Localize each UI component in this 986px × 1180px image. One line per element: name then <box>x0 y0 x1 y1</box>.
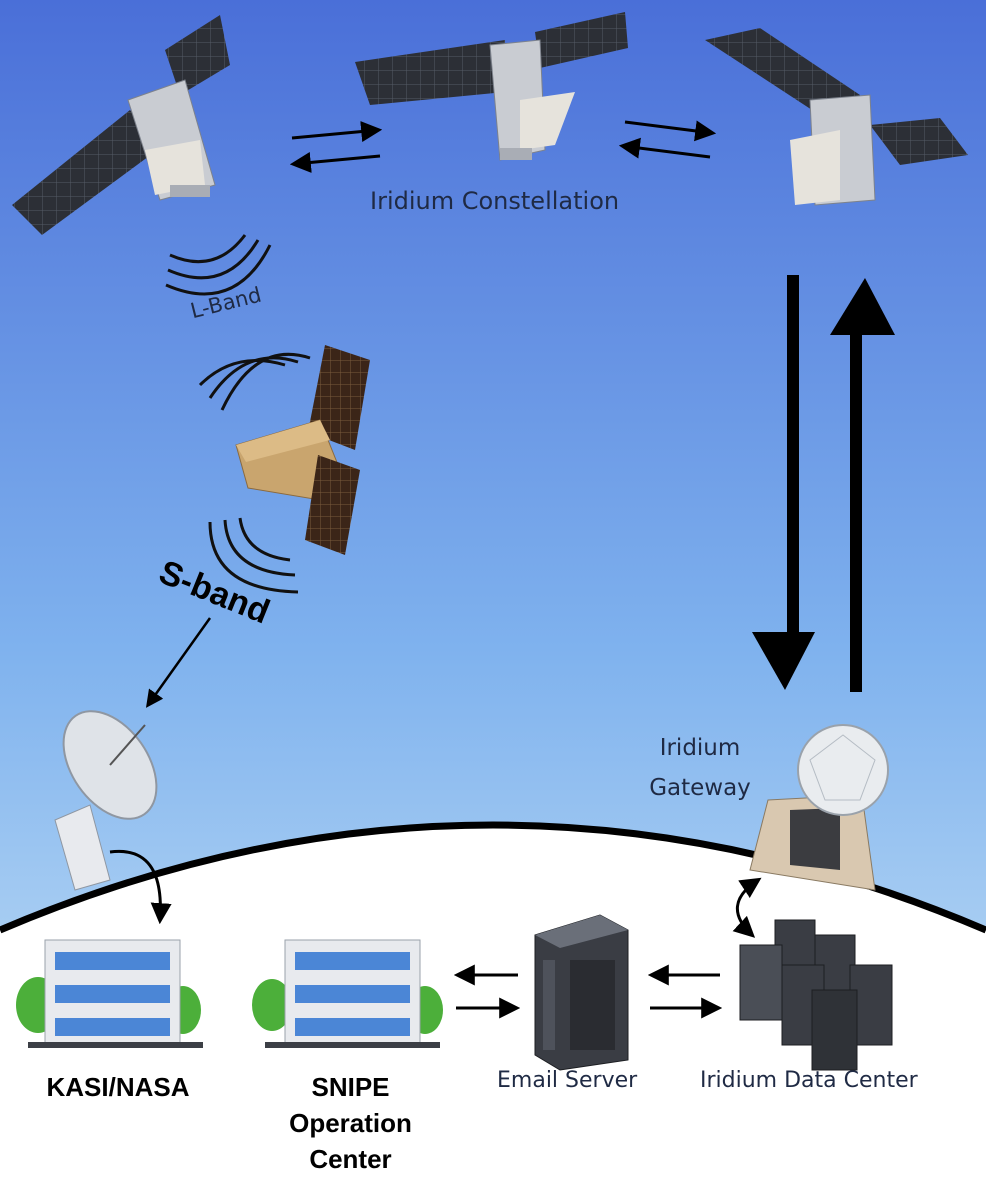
iridium-data-center <box>739 919 893 1071</box>
snipe-operation-center-building <box>252 939 443 1048</box>
sband-signal-waves <box>208 517 299 594</box>
kasi-nasa-building <box>16 939 203 1048</box>
gateway-datacenter-arrow <box>732 877 762 938</box>
email-server-label: Email Server <box>497 1068 638 1093</box>
sband-downlink-arrow <box>145 617 212 708</box>
lband-signal-waves <box>165 234 272 296</box>
iridium-gateway-label-line2: Gateway <box>649 775 751 801</box>
ground-station-dish <box>54 710 158 891</box>
iridium-constellation-label: Iridium Constellation <box>370 187 620 215</box>
snipe-cubesat <box>235 345 370 555</box>
snipe-label-line3: Center <box>309 1144 392 1174</box>
inter-satellite-arrows-right <box>618 120 717 159</box>
snipe-label-line2: Operation <box>289 1108 412 1138</box>
gateway-uplink-arrow <box>830 278 895 692</box>
kasi-nasa-label: KASI/NASA <box>46 1072 190 1102</box>
lband-signal-waves-lower <box>198 352 311 411</box>
iridium-satellite-left <box>12 15 230 235</box>
snipe-label-line1: SNIPE <box>311 1072 390 1102</box>
email-server <box>534 914 629 1071</box>
iridium-satellite-middle <box>355 12 628 161</box>
snipe-email-arrows <box>453 964 521 1019</box>
iridium-gateway <box>749 724 889 891</box>
iridium-gateway-label-line1: Iridium <box>659 735 741 761</box>
inter-satellite-arrows-left <box>289 121 383 173</box>
iridium-satellite-right <box>705 28 968 206</box>
gateway-downlink-arrow <box>752 275 815 690</box>
email-datacenter-arrows <box>647 964 723 1019</box>
iridium-data-center-label: Iridium Data Center <box>700 1068 918 1093</box>
dish-to-kasi-arrow <box>109 849 172 925</box>
